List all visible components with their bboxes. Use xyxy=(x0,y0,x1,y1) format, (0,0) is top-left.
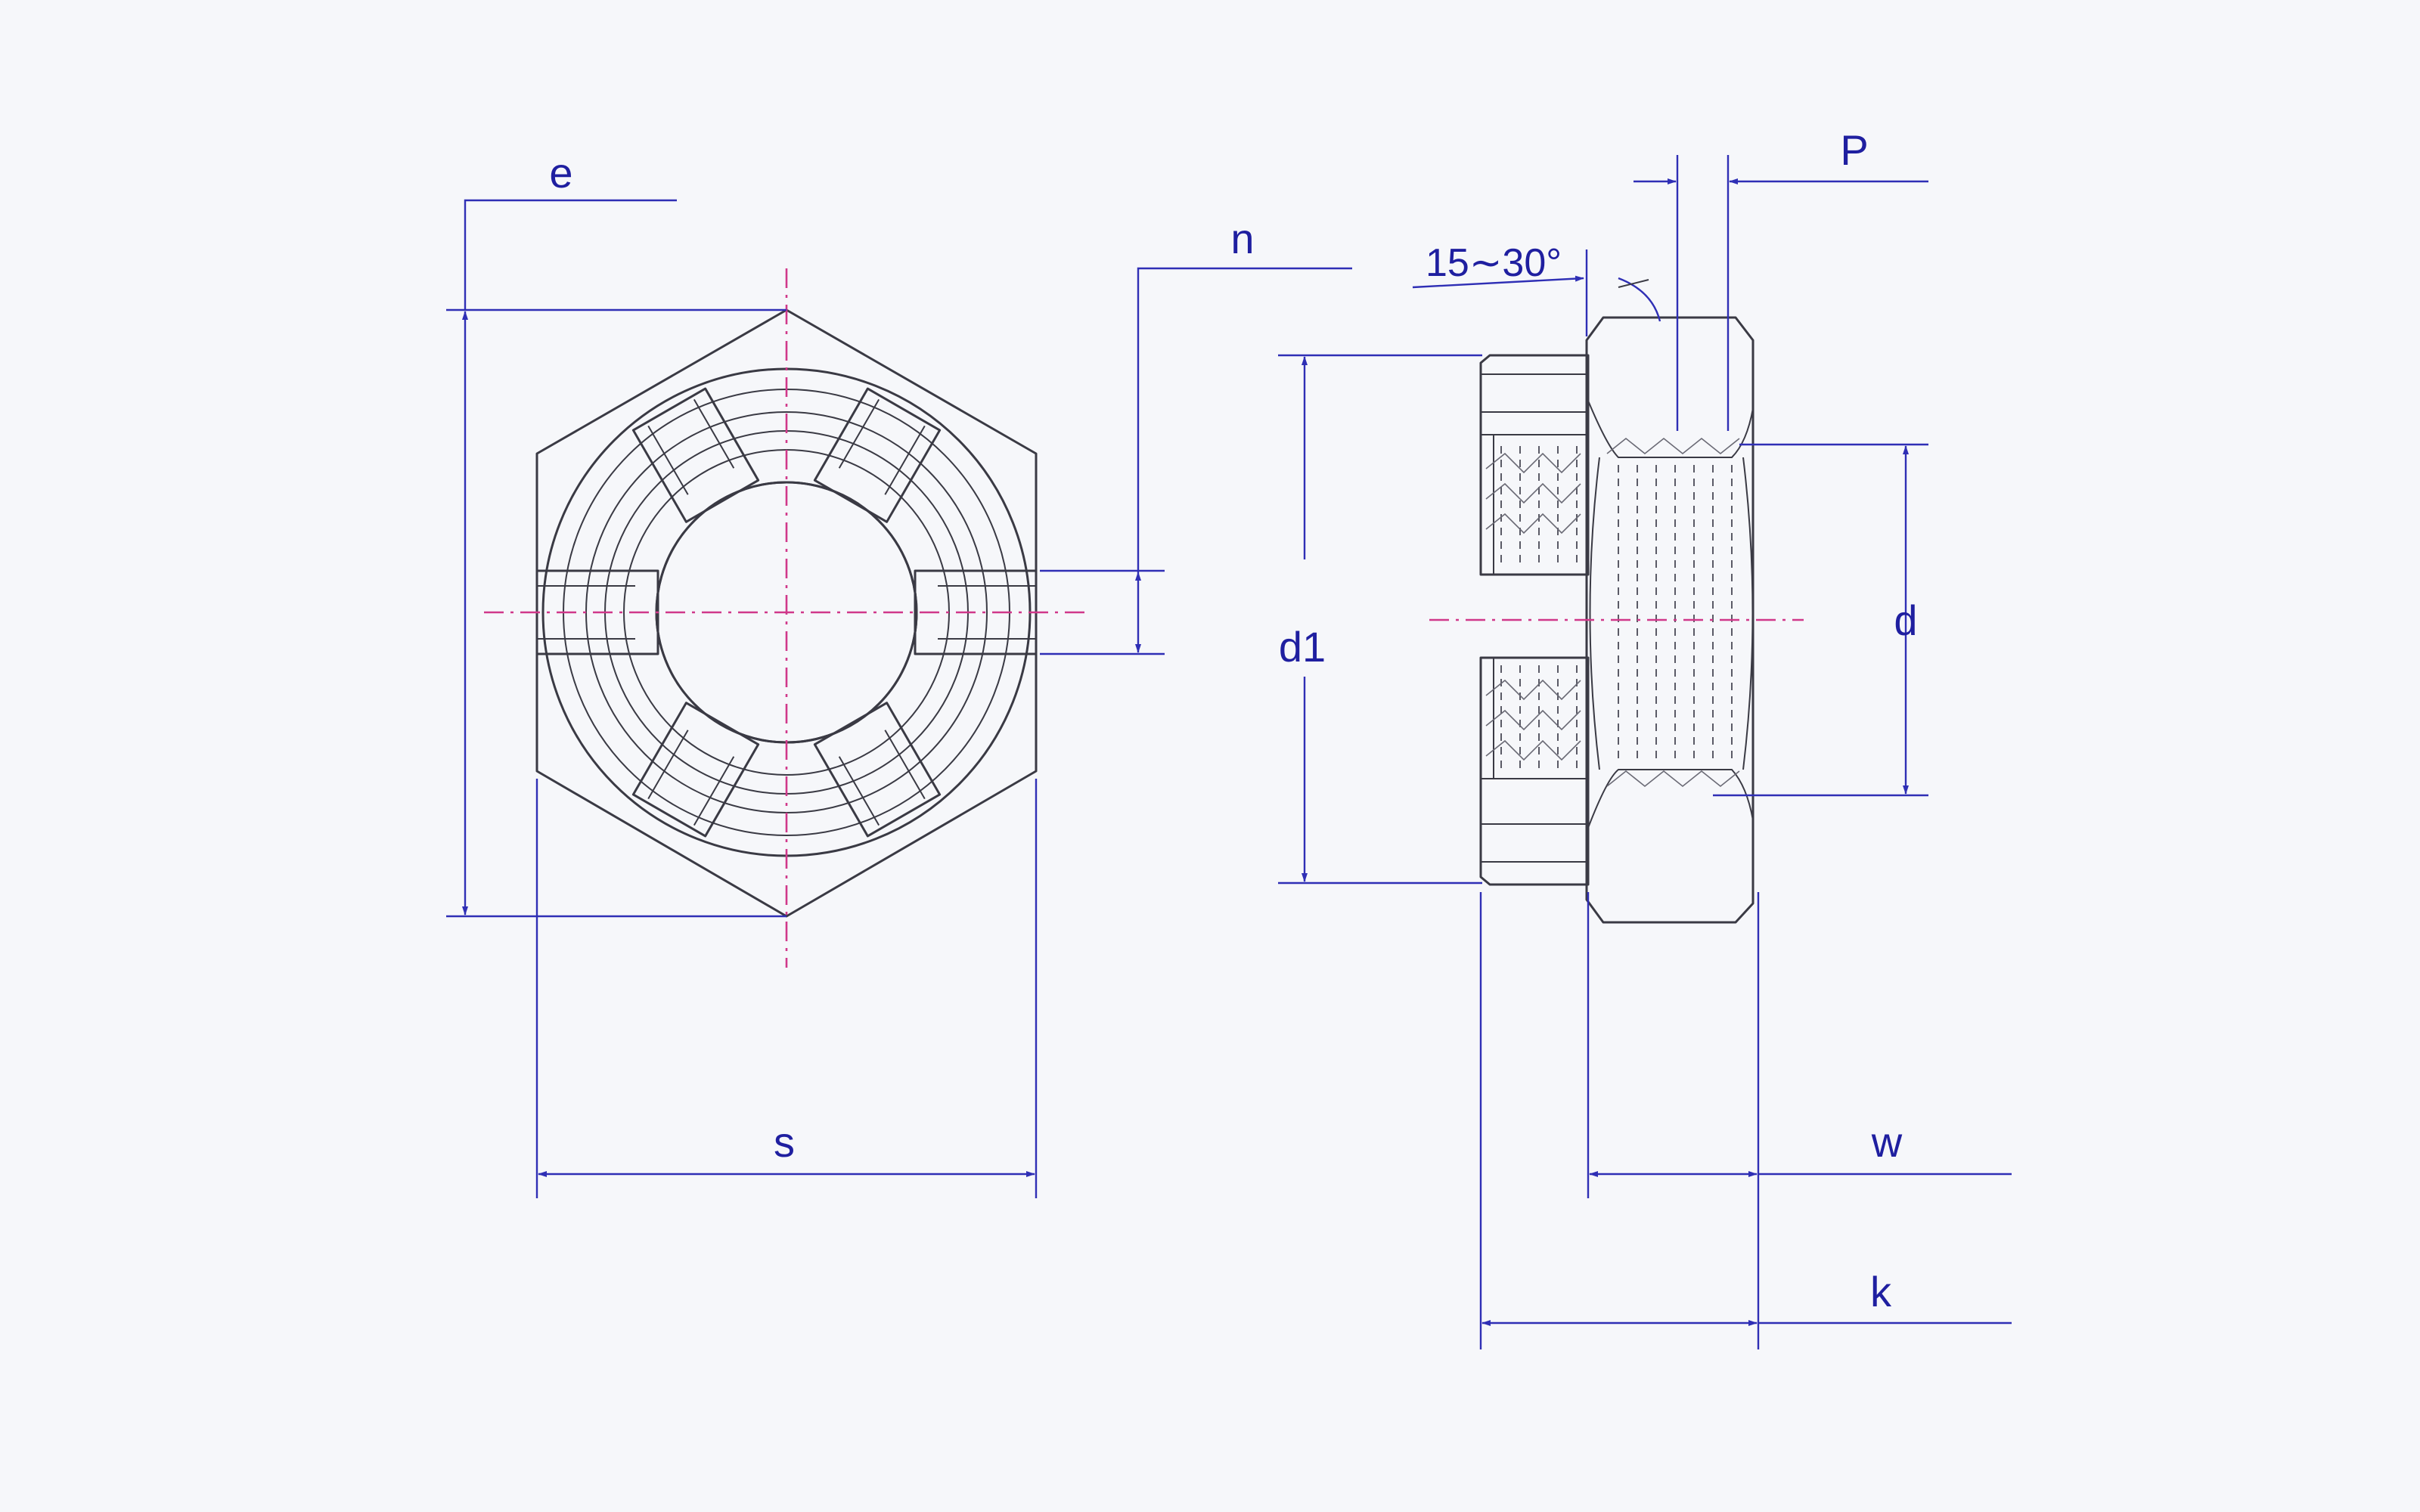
label-k: k xyxy=(1870,1268,1892,1315)
label-d: d xyxy=(1894,596,1917,644)
slot xyxy=(813,387,942,523)
dimension-p: P xyxy=(1634,126,1928,431)
label-n: n xyxy=(1230,215,1254,262)
dimension-n: n xyxy=(1040,215,1352,655)
dimension-s: s xyxy=(535,779,1038,1198)
label-e: e xyxy=(549,149,572,197)
front-view xyxy=(484,268,1089,968)
label-d1: d1 xyxy=(1279,623,1326,671)
dimension-w: w xyxy=(1587,892,2012,1349)
dimension-d: d xyxy=(1713,443,1928,797)
dimension-e: e xyxy=(446,149,786,918)
label-w: w xyxy=(1871,1118,1903,1166)
dimension-d1: d1 xyxy=(1278,354,1482,885)
slot xyxy=(631,387,760,523)
label-angle: 15∼30° xyxy=(1426,241,1562,285)
crown-outline xyxy=(1479,354,1590,576)
slot xyxy=(631,702,760,838)
dimension-k: k xyxy=(1479,892,2012,1349)
angle-callout: 15∼30° xyxy=(1412,241,1661,336)
slot xyxy=(813,702,942,838)
label-p: P xyxy=(1840,126,1868,174)
side-view xyxy=(1429,316,1804,924)
crown-outline-lower xyxy=(1479,656,1590,886)
hex-body-outline xyxy=(1585,316,1754,924)
slot-group xyxy=(535,387,1038,838)
thread-hatching xyxy=(1485,437,1740,788)
label-s: s xyxy=(774,1118,795,1166)
